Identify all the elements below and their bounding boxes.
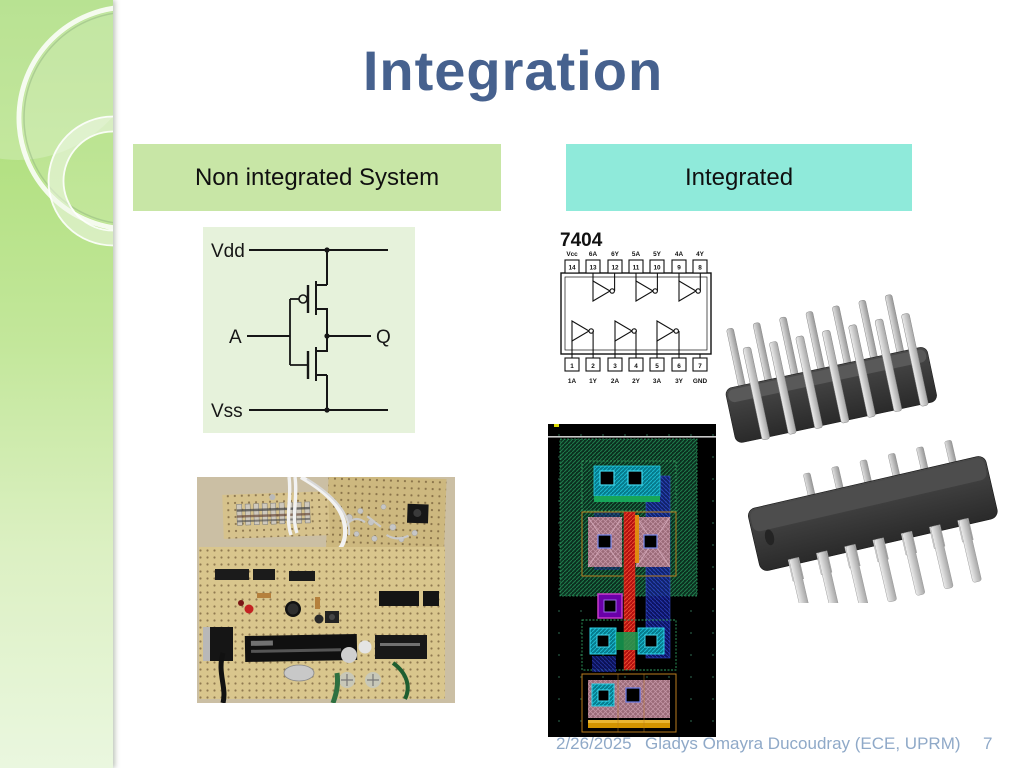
- svg-text:5Y: 5Y: [653, 251, 662, 258]
- decorative-circles: [0, 0, 113, 247]
- footer-author: Gladys Omayra Ducoudray (ECE, UPRM): [645, 734, 961, 753]
- non-integrated-label: Non integrated System: [194, 163, 440, 191]
- svg-text:3: 3: [613, 363, 617, 370]
- cmos-inverter-schematic: Vdd A Q Vss: [203, 227, 415, 433]
- schematic-background: [203, 227, 415, 433]
- non-integrated-label-box: Non integrated System: [133, 144, 501, 211]
- ic-7404-pinout-diagram: 7404 Vcc 6A 6Y 5A 5Y 4A 4Y 14: [556, 224, 716, 390]
- vss-label: Vss: [211, 401, 243, 422]
- footer-page-number: 7: [983, 734, 993, 753]
- svg-text:2: 2: [591, 363, 595, 370]
- svg-text:2A: 2A: [611, 378, 620, 385]
- svg-text:7: 7: [698, 363, 702, 370]
- svg-text:4Y: 4Y: [696, 251, 705, 258]
- svg-text:12: 12: [611, 265, 619, 272]
- svg-text:5A: 5A: [632, 251, 641, 258]
- input-label: A: [229, 327, 242, 348]
- svg-text:1A: 1A: [568, 378, 577, 385]
- svg-text:GND: GND: [693, 378, 708, 385]
- dip-chips-photo: [725, 294, 998, 603]
- svg-text:1Y: 1Y: [589, 378, 598, 385]
- svg-text:6Y: 6Y: [611, 251, 620, 258]
- svg-text:1: 1: [570, 363, 574, 370]
- svg-text:6: 6: [677, 363, 681, 370]
- svg-text:4A: 4A: [675, 251, 684, 258]
- vdd-label: Vdd: [211, 241, 245, 262]
- svg-text:14: 14: [568, 265, 576, 272]
- dip-chip-upside-down: [725, 294, 937, 443]
- ic-layout-image: [548, 424, 716, 737]
- part-number-label: 7404: [560, 230, 603, 251]
- svg-text:10: 10: [653, 265, 661, 272]
- dip-chip-upright: [748, 440, 998, 603]
- svg-text:8: 8: [698, 265, 702, 272]
- integrated-label-box: Integrated: [566, 144, 912, 211]
- page-title: Integration: [362, 39, 664, 102]
- main-board: [199, 547, 445, 703]
- integrated-label: Integrated: [684, 163, 794, 191]
- prototype-board-photo: [197, 477, 455, 703]
- decorative-sidebar: [0, 0, 113, 768]
- resistor-board: [222, 491, 330, 539]
- svg-text:9: 9: [677, 265, 681, 272]
- svg-text:11: 11: [633, 265, 640, 272]
- pin-boxes: [564, 259, 708, 372]
- svg-text:Vcc: Vcc: [566, 251, 578, 258]
- pin-labels: Vcc 6A 6Y 5A 5Y 4A 4Y 14 13 12 11 10 9 8…: [566, 251, 707, 385]
- svg-text:3Y: 3Y: [675, 378, 684, 385]
- inverter-gates: [571, 273, 701, 358]
- svg-text:4: 4: [634, 363, 638, 370]
- nmos-transistor: [315, 336, 328, 381]
- svg-text:2Y: 2Y: [632, 378, 641, 385]
- output-label: Q: [376, 327, 391, 348]
- svg-text:6A: 6A: [589, 251, 598, 258]
- svg-text:5: 5: [655, 363, 659, 370]
- pmos-transistor: [315, 281, 328, 336]
- footer-date: 2/26/2025: [556, 734, 632, 753]
- svg-text:13: 13: [589, 265, 597, 272]
- svg-text:3A: 3A: [653, 378, 662, 385]
